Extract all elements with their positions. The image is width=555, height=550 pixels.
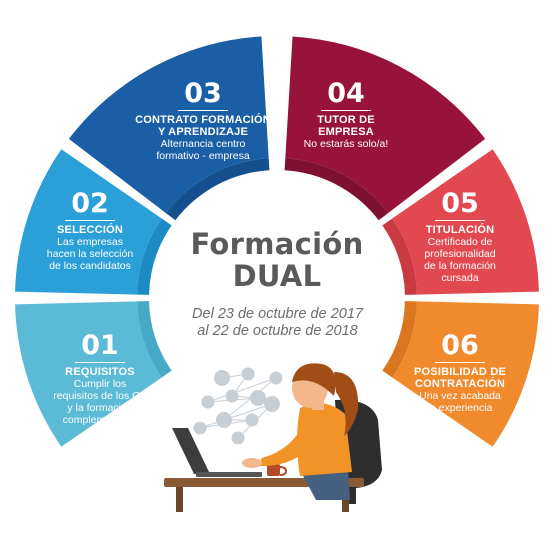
segment-number: 02	[65, 190, 115, 221]
laptop-screen	[172, 428, 210, 474]
document-icon	[216, 412, 232, 428]
segment-title: SELECCIÓN	[57, 224, 123, 236]
email-icon	[250, 390, 266, 406]
icon-connector	[223, 377, 277, 421]
date-range: Del 23 de octubre de 2017 al 22 de octub…	[150, 306, 405, 340]
segment-description: complementaria	[62, 414, 138, 426]
segment-description: la experiencia	[427, 402, 493, 414]
student-ponytail	[334, 372, 359, 436]
segment-number: 06	[435, 332, 485, 363]
chart-icon	[264, 396, 280, 412]
segment-description: Una vez acabada	[419, 390, 501, 402]
inner-ring	[137, 158, 417, 378]
segment-title: TITULACIÓN	[425, 224, 495, 236]
chat-icon	[241, 367, 255, 381]
segment-title: Y APRENDIZAJE	[157, 126, 248, 138]
clipboard-icon	[231, 431, 245, 445]
segment-number: 01	[75, 332, 125, 363]
segment-ring	[15, 36, 539, 447]
wifi-icon	[225, 389, 239, 403]
segment-02	[15, 149, 162, 295]
student-arm	[258, 420, 318, 467]
inner-ring-segment-06	[382, 301, 417, 378]
segment-05	[392, 149, 539, 295]
segment-03	[68, 36, 269, 213]
segment-description: Alternancia centro	[160, 138, 246, 150]
student-hand	[242, 458, 262, 468]
segment-number: 05	[435, 190, 485, 221]
icon-connector	[199, 403, 273, 429]
segment-description: y la formación	[67, 402, 133, 414]
segment-description: Certificado de	[427, 236, 493, 248]
icon-connector	[207, 377, 277, 403]
segment-06	[392, 301, 539, 447]
download-icon	[269, 371, 283, 385]
chair-post	[348, 486, 356, 504]
segment-number: 03	[178, 80, 228, 111]
segment-description: profesionalidad	[424, 248, 496, 260]
segment-title: EMPRESA	[318, 126, 374, 138]
inner-ring-segment-05	[382, 218, 417, 295]
date-line2: al 22 de octubre de 2018	[197, 323, 358, 339]
segment-description: Las empresas	[57, 236, 123, 248]
image-icon	[193, 421, 207, 435]
mug	[267, 464, 280, 476]
student-hair	[292, 363, 336, 396]
title-line1: Formación	[190, 227, 364, 261]
segment-description: cursada	[441, 272, 479, 284]
title-line2: DUAL	[232, 259, 322, 293]
inner-ring-segment-03	[165, 158, 270, 221]
segment-description: de la formación	[424, 260, 496, 272]
segment-description: requisitos de los CP	[53, 390, 147, 402]
segment-title: CONTRATACIÓN	[415, 378, 505, 390]
segment-title: POSIBILIDAD DE	[413, 366, 507, 378]
inner-ring-segment-02	[137, 218, 172, 295]
segment-04	[285, 36, 486, 213]
student-illustration	[164, 363, 382, 512]
laptop-base	[196, 472, 262, 477]
segment-title: TUTOR DE	[317, 114, 375, 126]
segment-description: Cumplir los	[73, 378, 127, 390]
date-line1: Del 23 de octubre de 2017	[192, 306, 363, 322]
student-torso	[297, 403, 352, 476]
desk-leg-left	[176, 487, 183, 512]
segment-description: No estarás solo/a!	[303, 138, 389, 150]
segment-number: 04	[321, 80, 371, 111]
segment-description: hacen la selección	[46, 248, 134, 260]
inner-ring-segment-01	[137, 301, 172, 378]
inner-ring-segment-04	[284, 158, 389, 221]
segment-01	[15, 301, 162, 447]
segment-description: de los candidatos	[49, 260, 131, 272]
segment-description: formativo - empresa	[156, 150, 250, 162]
segment-title: REQUISITOS	[65, 366, 135, 378]
cloud-icon	[214, 370, 230, 386]
gear-icon	[201, 395, 215, 409]
student-legs	[300, 470, 350, 500]
segment-title: CONTRATO FORMACIÓN	[135, 114, 271, 126]
main-title: Formación DUAL	[160, 228, 394, 292]
tools-icon	[245, 413, 259, 427]
